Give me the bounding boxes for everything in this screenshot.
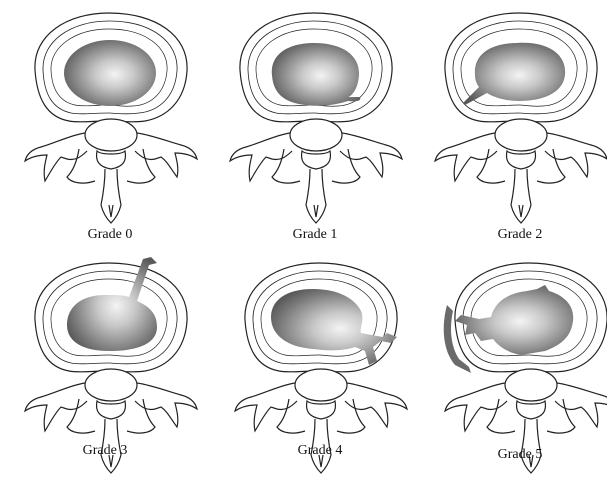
grade-0-label: Grade 0 — [60, 227, 160, 243]
grade-2-illustration — [415, 5, 607, 235]
grade-3-label: Grade 3 — [55, 443, 155, 459]
grade-5-label: Grade 5 — [470, 447, 570, 463]
grade-5-panel: Grade 5 — [425, 255, 607, 495]
grade-0-panel: Grade 0 — [5, 5, 205, 245]
grade-2-panel: Grade 2 — [415, 5, 607, 245]
grade-2-label: Grade 2 — [470, 227, 570, 243]
nucleus — [272, 43, 361, 106]
grade-1-label: Grade 1 — [265, 227, 365, 243]
grade-0-illustration — [5, 5, 205, 235]
grade-4-panel: Grade 4 — [215, 255, 415, 495]
nucleus — [64, 40, 156, 106]
grade-1-illustration — [210, 5, 410, 235]
grade-4-label: Grade 4 — [270, 443, 370, 459]
grade-1-panel: Grade 1 — [210, 5, 410, 245]
grade-3-panel: Grade 3 — [5, 255, 205, 495]
